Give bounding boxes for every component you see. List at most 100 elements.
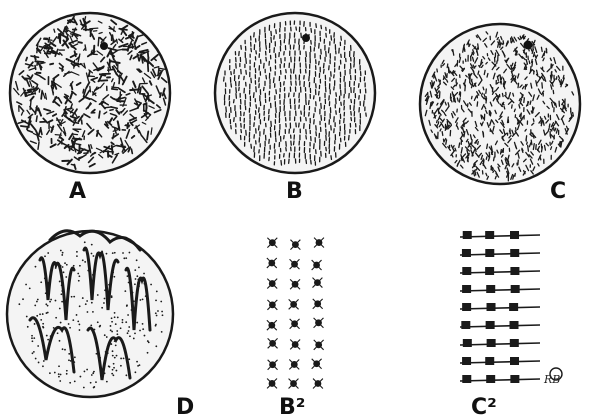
background-granule	[79, 329, 81, 331]
network-dash	[487, 144, 488, 148]
chromosome-block	[461, 321, 470, 329]
background-granule	[49, 372, 51, 374]
network-dash	[478, 71, 479, 74]
panel-c	[420, 24, 580, 184]
network-dash	[519, 105, 520, 108]
background-granule	[116, 330, 118, 332]
background-granule	[126, 304, 128, 306]
network-dash	[504, 106, 505, 109]
background-granule	[129, 252, 131, 254]
background-granule	[114, 252, 116, 254]
label-a: A	[69, 179, 86, 204]
reticulum-stroke	[83, 89, 84, 93]
background-granule	[155, 345, 157, 347]
background-granule	[29, 287, 31, 289]
reticulum-stroke	[71, 84, 72, 90]
reticulum-stroke	[116, 50, 121, 51]
network-dash	[551, 147, 552, 150]
reticulum-stroke	[74, 165, 75, 169]
background-granule	[92, 311, 94, 313]
background-granule	[155, 312, 157, 314]
reticulum-stroke	[26, 92, 31, 93]
network-dash	[552, 128, 553, 130]
reticulum-stroke	[110, 110, 113, 111]
background-granule	[84, 261, 86, 263]
background-granule	[47, 312, 49, 314]
network-dash	[511, 38, 512, 42]
background-granule	[42, 365, 44, 367]
background-granule	[76, 255, 78, 257]
network-dash	[540, 117, 541, 119]
background-granule	[139, 299, 141, 301]
chromosome-block	[487, 303, 496, 311]
network-dash	[483, 160, 484, 166]
background-granule	[62, 252, 64, 254]
reticulum-stroke	[46, 45, 47, 48]
reticulum-stroke	[50, 64, 53, 65]
reticulum-stroke	[119, 77, 120, 84]
background-granule	[104, 298, 106, 300]
chromosome-block	[485, 231, 494, 239]
reticulum-stroke	[85, 17, 86, 21]
panel-a-nucleolus	[100, 42, 108, 50]
connecting-thread	[460, 289, 540, 291]
background-granule	[134, 283, 136, 285]
background-granule	[93, 371, 95, 373]
network-dash	[472, 153, 473, 156]
background-granule	[91, 244, 93, 246]
reticulum-stroke	[36, 116, 37, 121]
chromosome-block	[486, 375, 495, 383]
background-granule	[26, 316, 28, 318]
background-granule	[59, 308, 61, 310]
reticulum-stroke	[21, 126, 29, 127]
background-granule	[54, 372, 56, 374]
background-granule	[137, 365, 139, 367]
background-granule	[157, 310, 159, 312]
background-granule	[111, 321, 113, 323]
label-c2: C²	[471, 395, 497, 419]
panel-b2-dot-grid	[267, 238, 324, 389]
reticulum-stroke	[54, 29, 55, 32]
background-granule	[125, 321, 127, 323]
chromosome-block	[462, 267, 471, 275]
label-d: D	[176, 395, 194, 419]
chromosome-block	[485, 357, 494, 365]
background-granule	[156, 291, 158, 293]
background-granule	[79, 305, 81, 307]
background-granule	[32, 352, 34, 354]
background-granule	[125, 374, 127, 376]
background-granule	[78, 324, 80, 326]
panel-d	[7, 231, 173, 397]
background-granule	[66, 264, 68, 266]
background-granule	[72, 319, 74, 321]
chromosome-block	[462, 303, 471, 311]
network-dash	[528, 145, 529, 151]
background-granule	[135, 278, 137, 280]
network-dash	[520, 36, 521, 38]
background-granule	[91, 374, 93, 376]
background-granule	[76, 251, 78, 253]
background-granule	[109, 366, 111, 368]
network-dash	[484, 94, 485, 97]
background-granule	[136, 259, 138, 261]
reticulum-stroke	[97, 131, 98, 136]
network-dash	[459, 143, 460, 148]
network-dash	[457, 98, 458, 101]
network-dash	[534, 40, 535, 42]
network-dash	[432, 102, 433, 106]
background-granule	[116, 333, 118, 335]
network-dash	[443, 77, 444, 79]
monogram: RB	[543, 373, 560, 386]
reticulum-stroke	[67, 108, 72, 109]
reticulum-stroke	[116, 39, 117, 43]
network-dash	[469, 153, 470, 156]
network-dash	[529, 61, 530, 64]
network-dash	[452, 155, 453, 157]
network-dash	[437, 103, 438, 105]
background-granule	[136, 322, 138, 324]
background-granule	[63, 271, 65, 273]
background-granule	[55, 317, 57, 319]
background-granule	[122, 252, 124, 254]
background-granule	[114, 357, 116, 359]
background-granule	[97, 321, 99, 323]
